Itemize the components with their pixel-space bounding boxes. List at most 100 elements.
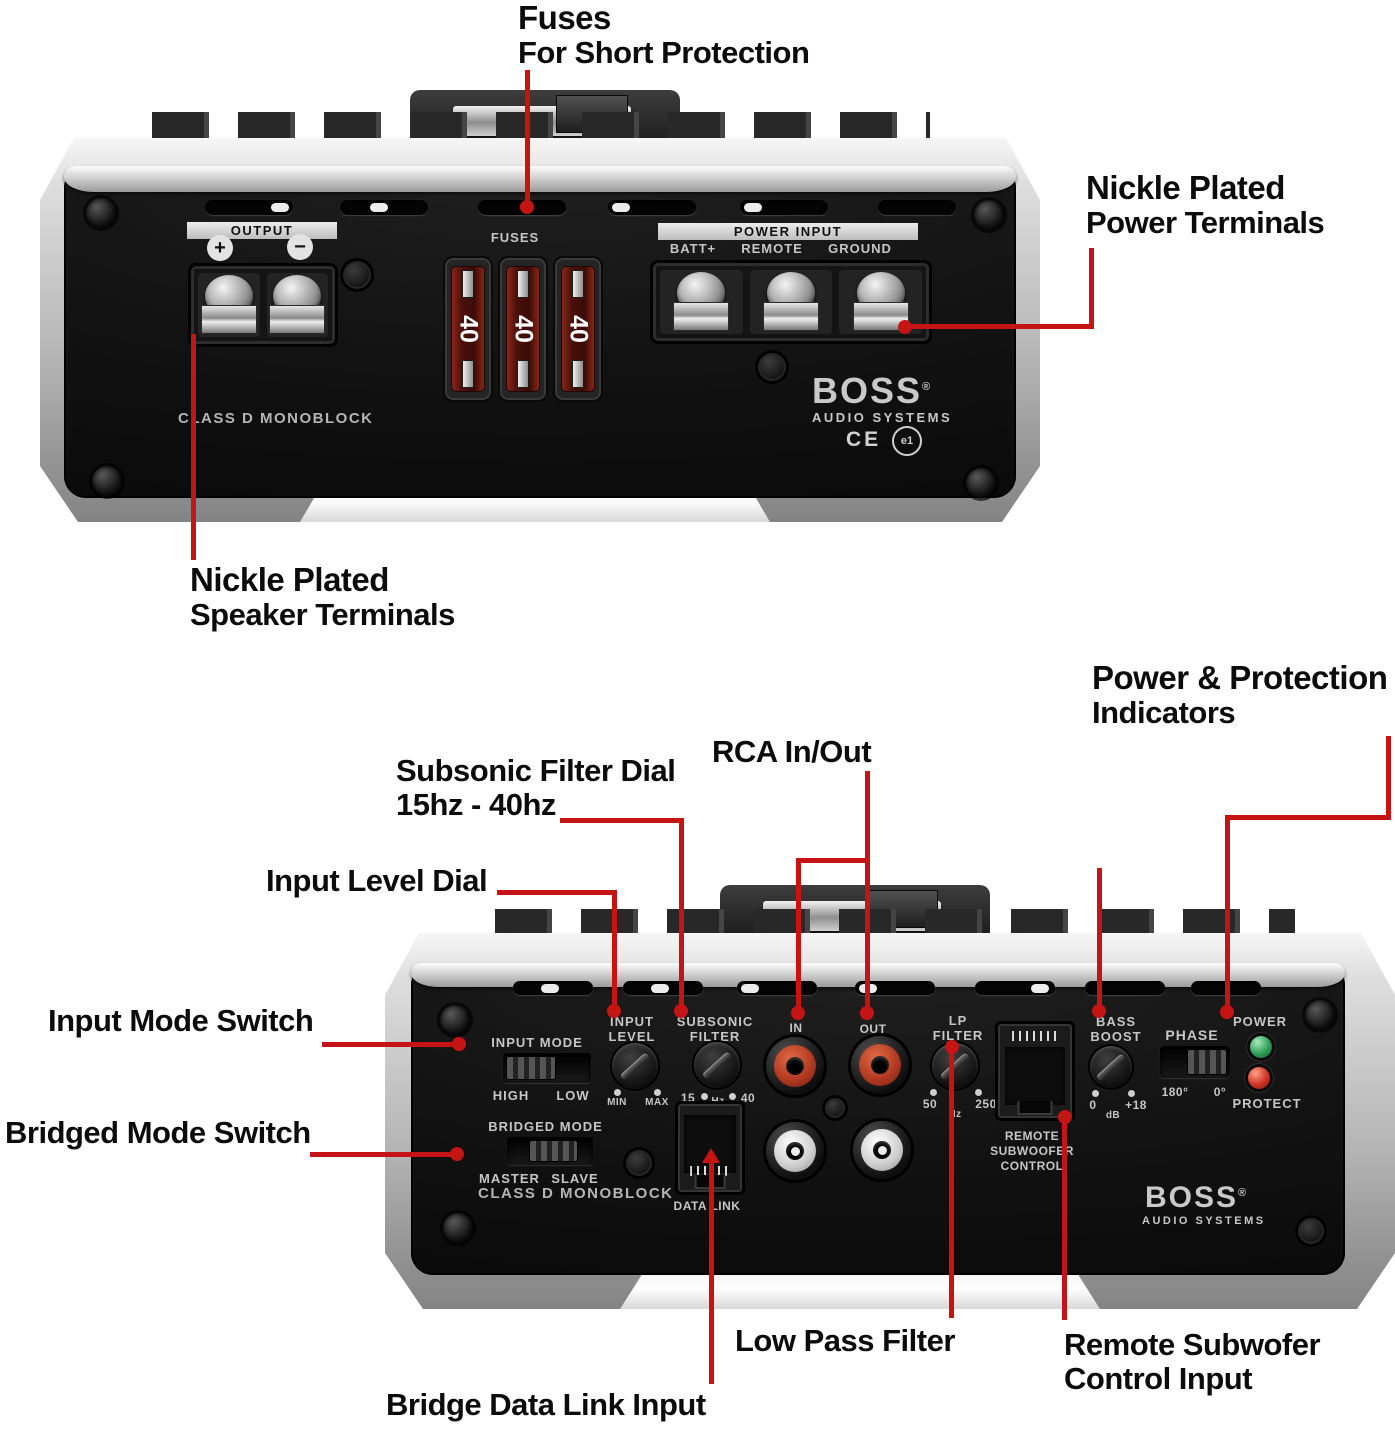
rca-in-label: IN	[789, 1021, 803, 1035]
phase-0-label: 0°	[1213, 1085, 1227, 1099]
speaker-terminal-block	[188, 263, 338, 347]
remote-label-1: REMOTE	[1004, 1129, 1060, 1143]
panel-brow	[64, 166, 1016, 192]
bass-boost-label-1: BASS	[1095, 1014, 1137, 1029]
callout-line-bridged-mode	[310, 1152, 456, 1157]
callout-dot-power-terminals	[898, 320, 912, 334]
minus-symbol: −	[287, 234, 313, 260]
fuse-40a: 40	[553, 256, 603, 402]
high-label: HIGH	[492, 1088, 530, 1103]
callout-rca: RCA In/Out	[712, 734, 872, 769]
input-level-label-1: INPUT	[610, 1014, 654, 1029]
fuse-value: 40	[509, 315, 538, 343]
callout-dot-remote-sub	[1058, 1110, 1072, 1124]
vent-highlight	[741, 984, 759, 993]
vent-slot	[623, 981, 703, 995]
bass-boost-dial	[1090, 1046, 1132, 1088]
registered-mark: ®	[1238, 1187, 1249, 1199]
switch-knob	[1187, 1049, 1227, 1075]
audio-systems-text: AUDIO SYSTEMS	[1142, 1215, 1266, 1227]
callout-fuses-sub: For Short Protection	[518, 35, 810, 71]
vent-slot	[340, 200, 428, 215]
hex-screw	[1295, 1215, 1327, 1247]
callout-speaker-terminals-sub: Speaker Terminals	[190, 597, 455, 633]
rca-hole	[786, 1057, 804, 1075]
amp-rear-view: OUTPUT + − FUSES 40 40 40 POWER INPUT BA…	[40, 88, 1040, 522]
power-led	[1250, 1036, 1272, 1058]
batt-terminal	[660, 270, 743, 334]
bridged-mode-label: BRIDGED MODE	[488, 1119, 603, 1134]
callout-line-rca-out-v	[865, 771, 870, 1012]
callout-subsonic-sub: 15hz - 40hz	[396, 787, 556, 823]
plus-symbol: +	[207, 235, 233, 261]
jack-clip	[1017, 1101, 1053, 1115]
low-label: LOW	[556, 1088, 590, 1103]
vent-slot	[737, 981, 817, 995]
input-level-dial	[612, 1043, 658, 1089]
fuses-panel-label: FUSES	[490, 230, 540, 245]
max-dot	[654, 1089, 661, 1096]
callout-arrow-data-link	[702, 1148, 720, 1163]
remote-terminal	[749, 270, 833, 334]
callout-input-mode: Input Mode Switch	[48, 1003, 314, 1038]
callout-power-terminals: Nickle Plated Power Terminals	[1086, 169, 1325, 240]
fuse-blade	[517, 270, 529, 298]
fuse-blade	[572, 270, 584, 298]
switch-knob	[529, 1140, 578, 1162]
hex-screw	[755, 350, 789, 384]
rca-hole	[873, 1141, 891, 1159]
callout-line-fuses	[525, 70, 530, 208]
fuse-value: 40	[564, 315, 593, 343]
panel-screw	[966, 468, 996, 498]
bass-max-label: +18	[1125, 1098, 1147, 1112]
callout-line-power-terminals-v	[1089, 248, 1094, 328]
callout-line-remote-sub	[1062, 1122, 1067, 1320]
fuse-blade	[517, 360, 529, 388]
input-level-label-2: LEVEL	[608, 1029, 656, 1044]
protect-led	[1248, 1067, 1270, 1089]
remote-label: REMOTE	[741, 241, 803, 256]
remote-label-3: CONTROL	[1000, 1159, 1064, 1173]
callout-line-speaker-terminals	[191, 334, 196, 560]
vent-slot	[205, 200, 293, 215]
switch-knob	[506, 1056, 556, 1080]
slave-label: SLAVE	[551, 1171, 599, 1186]
audio-systems-text: AUDIO SYSTEMS	[812, 410, 953, 425]
remote-subwoofer-jack	[995, 1021, 1075, 1121]
boss-logo-text: BOSS	[1145, 1181, 1239, 1214]
callout-power-protection-sub: Indicators	[1092, 695, 1236, 731]
callout-dot-power-protection	[1220, 1005, 1234, 1019]
model-label: CLASS D MONOBLOCK	[178, 410, 374, 427]
hex-screw	[340, 258, 374, 292]
callout-speaker-terminals-title: Nickle Plated	[190, 561, 389, 598]
vent-slot	[975, 981, 1055, 995]
vent-slot	[878, 200, 956, 215]
terminal-clamp	[200, 305, 257, 334]
boss-logo: BOSS®	[812, 370, 932, 412]
subsonic-min-dot	[701, 1093, 708, 1100]
callout-dot-fuses	[520, 200, 534, 214]
callout-line-power-protection-v2	[1225, 815, 1230, 1011]
callout-rca-label: RCA In/Out	[712, 734, 872, 769]
callout-bridge-data-label: Bridge Data Link Input	[386, 1387, 706, 1422]
min-dot	[614, 1089, 621, 1096]
vent-highlight	[744, 203, 762, 212]
callout-power-terminals-title: Nickle Plated	[1086, 169, 1285, 206]
panel-screw	[440, 1005, 470, 1035]
callout-low-pass: Low Pass Filter	[735, 1323, 955, 1358]
model-label: CLASS D MONOBLOCK	[478, 1185, 674, 1202]
callout-fuses-title: Fuses	[518, 0, 611, 36]
panel-screw	[1305, 1000, 1335, 1030]
fuse-blade	[462, 360, 474, 388]
callout-dot-rca-out	[860, 1006, 874, 1020]
jack-pins	[1012, 1031, 1058, 1041]
data-link-label: DATA LINK	[673, 1199, 741, 1213]
callout-subsonic-title: Subsonic Filter Dial	[396, 753, 676, 788]
callout-input-mode-label: Input Mode Switch	[48, 1003, 314, 1038]
ce-mark: CE	[846, 428, 882, 451]
callout-input-level-label: Input Level Dial	[266, 863, 488, 898]
rca-jack-out	[851, 1036, 909, 1094]
phase-switch	[1160, 1046, 1230, 1078]
callout-power-protection-title: Power & Protection	[1092, 659, 1388, 696]
callout-line-low-pass	[949, 1052, 954, 1318]
